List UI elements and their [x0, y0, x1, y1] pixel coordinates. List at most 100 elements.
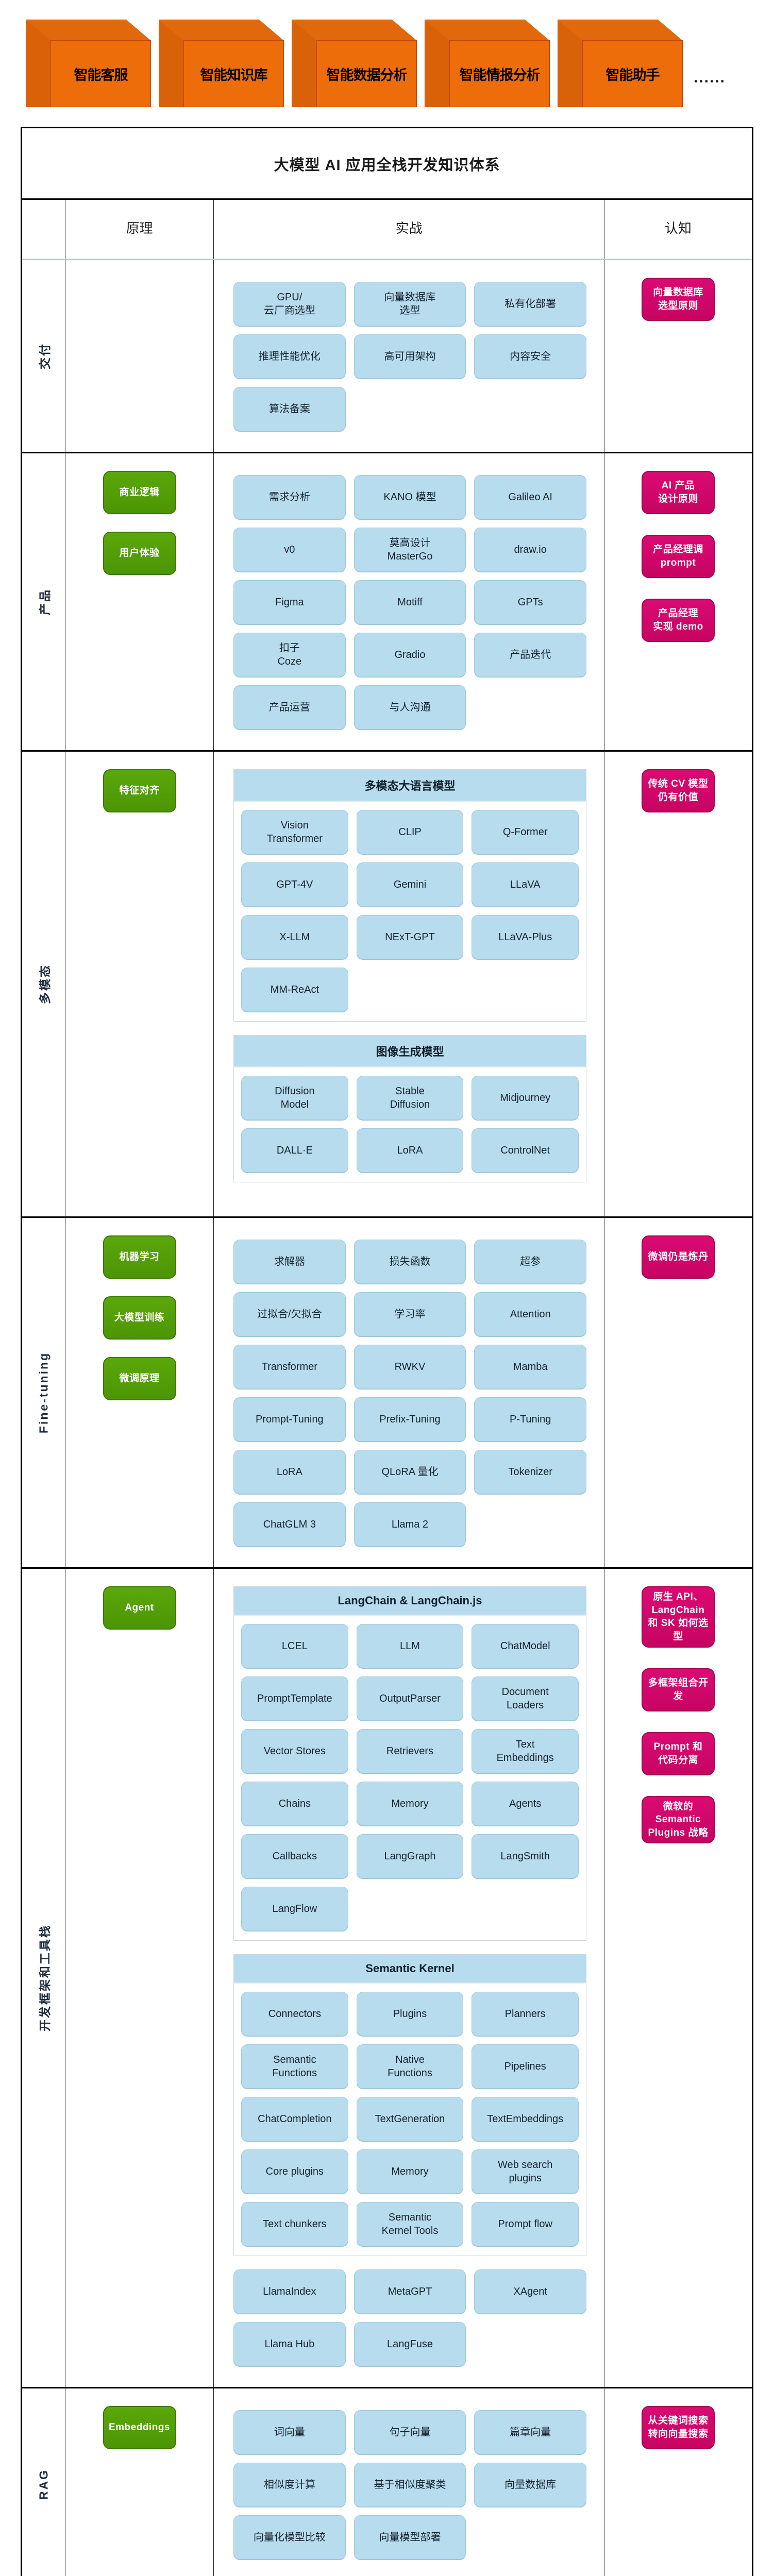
- practice-chip[interactable]: GPU/云厂商选型: [233, 282, 346, 326]
- practice-chip[interactable]: 基于相似度聚类: [354, 2463, 466, 2507]
- practice-chip[interactable]: 相似度计算: [233, 2463, 346, 2507]
- practice-chip[interactable]: Figma: [233, 580, 346, 624]
- cognition-chip[interactable]: 多框架组合开发: [642, 1668, 715, 1711]
- practice-chip[interactable]: 求解器: [233, 1240, 346, 1284]
- cognition-chip[interactable]: 从关键词搜索转向向量搜索: [642, 2406, 715, 2449]
- practice-chip[interactable]: 高可用架构: [354, 334, 466, 379]
- practice-chip[interactable]: Text chunkers: [241, 2202, 348, 2246]
- practice-chip[interactable]: 向量化模型比较: [233, 2515, 346, 2560]
- practice-chip[interactable]: CLIP: [356, 810, 464, 854]
- practice-chip[interactable]: LangSmith: [472, 1834, 579, 1878]
- practice-chip[interactable]: 学习率: [354, 1292, 466, 1336]
- practice-chip[interactable]: 与人沟通: [354, 685, 466, 730]
- practice-chip[interactable]: MM-ReAct: [241, 968, 348, 1012]
- practice-chip[interactable]: DALL·E: [241, 1128, 348, 1173]
- practice-chip[interactable]: ChatGLM 3: [233, 1502, 346, 1547]
- practice-chip[interactable]: Transformer: [233, 1345, 346, 1389]
- practice-chip[interactable]: Memory: [356, 1782, 464, 1826]
- principle-chip[interactable]: Agent: [103, 1586, 176, 1630]
- practice-chip[interactable]: Connectors: [241, 1992, 348, 2036]
- practice-chip[interactable]: 产品运营: [233, 685, 346, 730]
- practice-chip[interactable]: Agents: [472, 1782, 579, 1826]
- principle-chip[interactable]: 机器学习: [103, 1235, 176, 1279]
- practice-chip[interactable]: LlamaIndex: [233, 2269, 346, 2314]
- practice-chip[interactable]: Vector Stores: [241, 1729, 348, 1773]
- practice-chip[interactable]: ControlNet: [472, 1128, 579, 1173]
- practice-chip[interactable]: KANO 模型: [354, 475, 466, 519]
- practice-chip[interactable]: QLoRA 量化: [354, 1450, 466, 1494]
- practice-chip[interactable]: Gradio: [354, 633, 466, 677]
- principle-chip[interactable]: 商业逻辑: [103, 471, 176, 514]
- practice-chip[interactable]: Memory: [356, 2149, 464, 2194]
- practice-chip[interactable]: 私有化部署: [474, 282, 586, 326]
- practice-chip[interactable]: GPTs: [474, 580, 586, 624]
- cognition-chip[interactable]: 产品经理实现 demo: [642, 599, 715, 642]
- practice-chip[interactable]: Prompt flow: [472, 2202, 579, 2246]
- scenario-cube[interactable]: 智能知识库: [159, 20, 284, 107]
- cognition-chip[interactable]: 传统 CV 模型仍有价值: [642, 769, 715, 812]
- practice-chip[interactable]: PromptTemplate: [241, 1676, 348, 1721]
- practice-chip[interactable]: 向量数据库选型: [354, 282, 466, 326]
- practice-chip[interactable]: 过拟合/欠拟合: [233, 1292, 346, 1336]
- practice-chip[interactable]: Tokenizer: [474, 1450, 586, 1494]
- scenario-cube[interactable]: 智能情报分析: [425, 20, 550, 107]
- practice-chip[interactable]: Q-Former: [472, 810, 579, 854]
- practice-chip[interactable]: 向量模型部署: [354, 2515, 466, 2560]
- practice-chip[interactable]: 推理性能优化: [233, 334, 346, 379]
- practice-chip[interactable]: 向量数据库: [474, 2463, 586, 2507]
- cognition-chip[interactable]: 向量数据库选型原则: [642, 278, 715, 321]
- practice-chip[interactable]: Midjourney: [472, 1076, 579, 1120]
- practice-chip[interactable]: Llama Hub: [233, 2322, 346, 2366]
- practice-chip[interactable]: LangFuse: [354, 2322, 466, 2366]
- practice-chip[interactable]: Plugins: [356, 1992, 464, 2036]
- practice-chip[interactable]: ChatModel: [472, 1624, 579, 1668]
- practice-chip[interactable]: Prefix-Tuning: [354, 1397, 466, 1442]
- practice-chip[interactable]: LoRA: [356, 1128, 464, 1173]
- scenario-cube[interactable]: 智能助手: [558, 20, 683, 107]
- practice-chip[interactable]: RWKV: [354, 1345, 466, 1389]
- practice-chip[interactable]: Galileo AI: [474, 475, 586, 519]
- practice-chip[interactable]: ChatCompletion: [241, 2097, 348, 2141]
- practice-chip[interactable]: 篇章向量: [474, 2410, 586, 2454]
- practice-chip[interactable]: LCEL: [241, 1624, 348, 1668]
- practice-chip[interactable]: Attention: [474, 1292, 586, 1336]
- principle-chip[interactable]: 大模型训练: [103, 1296, 176, 1340]
- practice-chip[interactable]: LLaVA: [472, 862, 579, 907]
- practice-chip[interactable]: draw.io: [474, 528, 586, 572]
- practice-chip[interactable]: 需求分析: [233, 475, 346, 519]
- principle-chip[interactable]: 用户体验: [103, 532, 176, 575]
- practice-chip[interactable]: Llama 2: [354, 1502, 466, 1547]
- practice-chip[interactable]: 超参: [474, 1240, 586, 1284]
- practice-chip[interactable]: GPT-4V: [241, 862, 348, 907]
- practice-chip[interactable]: Motiff: [354, 580, 466, 624]
- scenario-cube[interactable]: 智能客服: [26, 20, 151, 107]
- practice-chip[interactable]: LoRA: [233, 1450, 346, 1494]
- principle-chip[interactable]: Embeddings: [103, 2406, 176, 2449]
- practice-chip[interactable]: NExT-GPT: [356, 915, 464, 959]
- practice-chip[interactable]: Retrievers: [356, 1729, 464, 1773]
- practice-chip[interactable]: 句子向量: [354, 2410, 466, 2454]
- practice-chip[interactable]: 内容安全: [474, 334, 586, 379]
- principle-chip[interactable]: 微调原理: [103, 1357, 176, 1400]
- practice-chip[interactable]: P-Tuning: [474, 1397, 586, 1442]
- practice-chip[interactable]: Callbacks: [241, 1834, 348, 1878]
- practice-chip[interactable]: Core plugins: [241, 2149, 348, 2194]
- practice-chip[interactable]: OutputParser: [356, 1676, 464, 1721]
- scenario-cube[interactable]: 智能数据分析: [292, 20, 417, 107]
- practice-chip[interactable]: LLaVA-Plus: [472, 915, 579, 959]
- practice-chip[interactable]: Pipelines: [472, 2044, 579, 2089]
- practice-chip[interactable]: MetaGPT: [354, 2269, 466, 2314]
- practice-chip[interactable]: 算法备案: [233, 387, 346, 431]
